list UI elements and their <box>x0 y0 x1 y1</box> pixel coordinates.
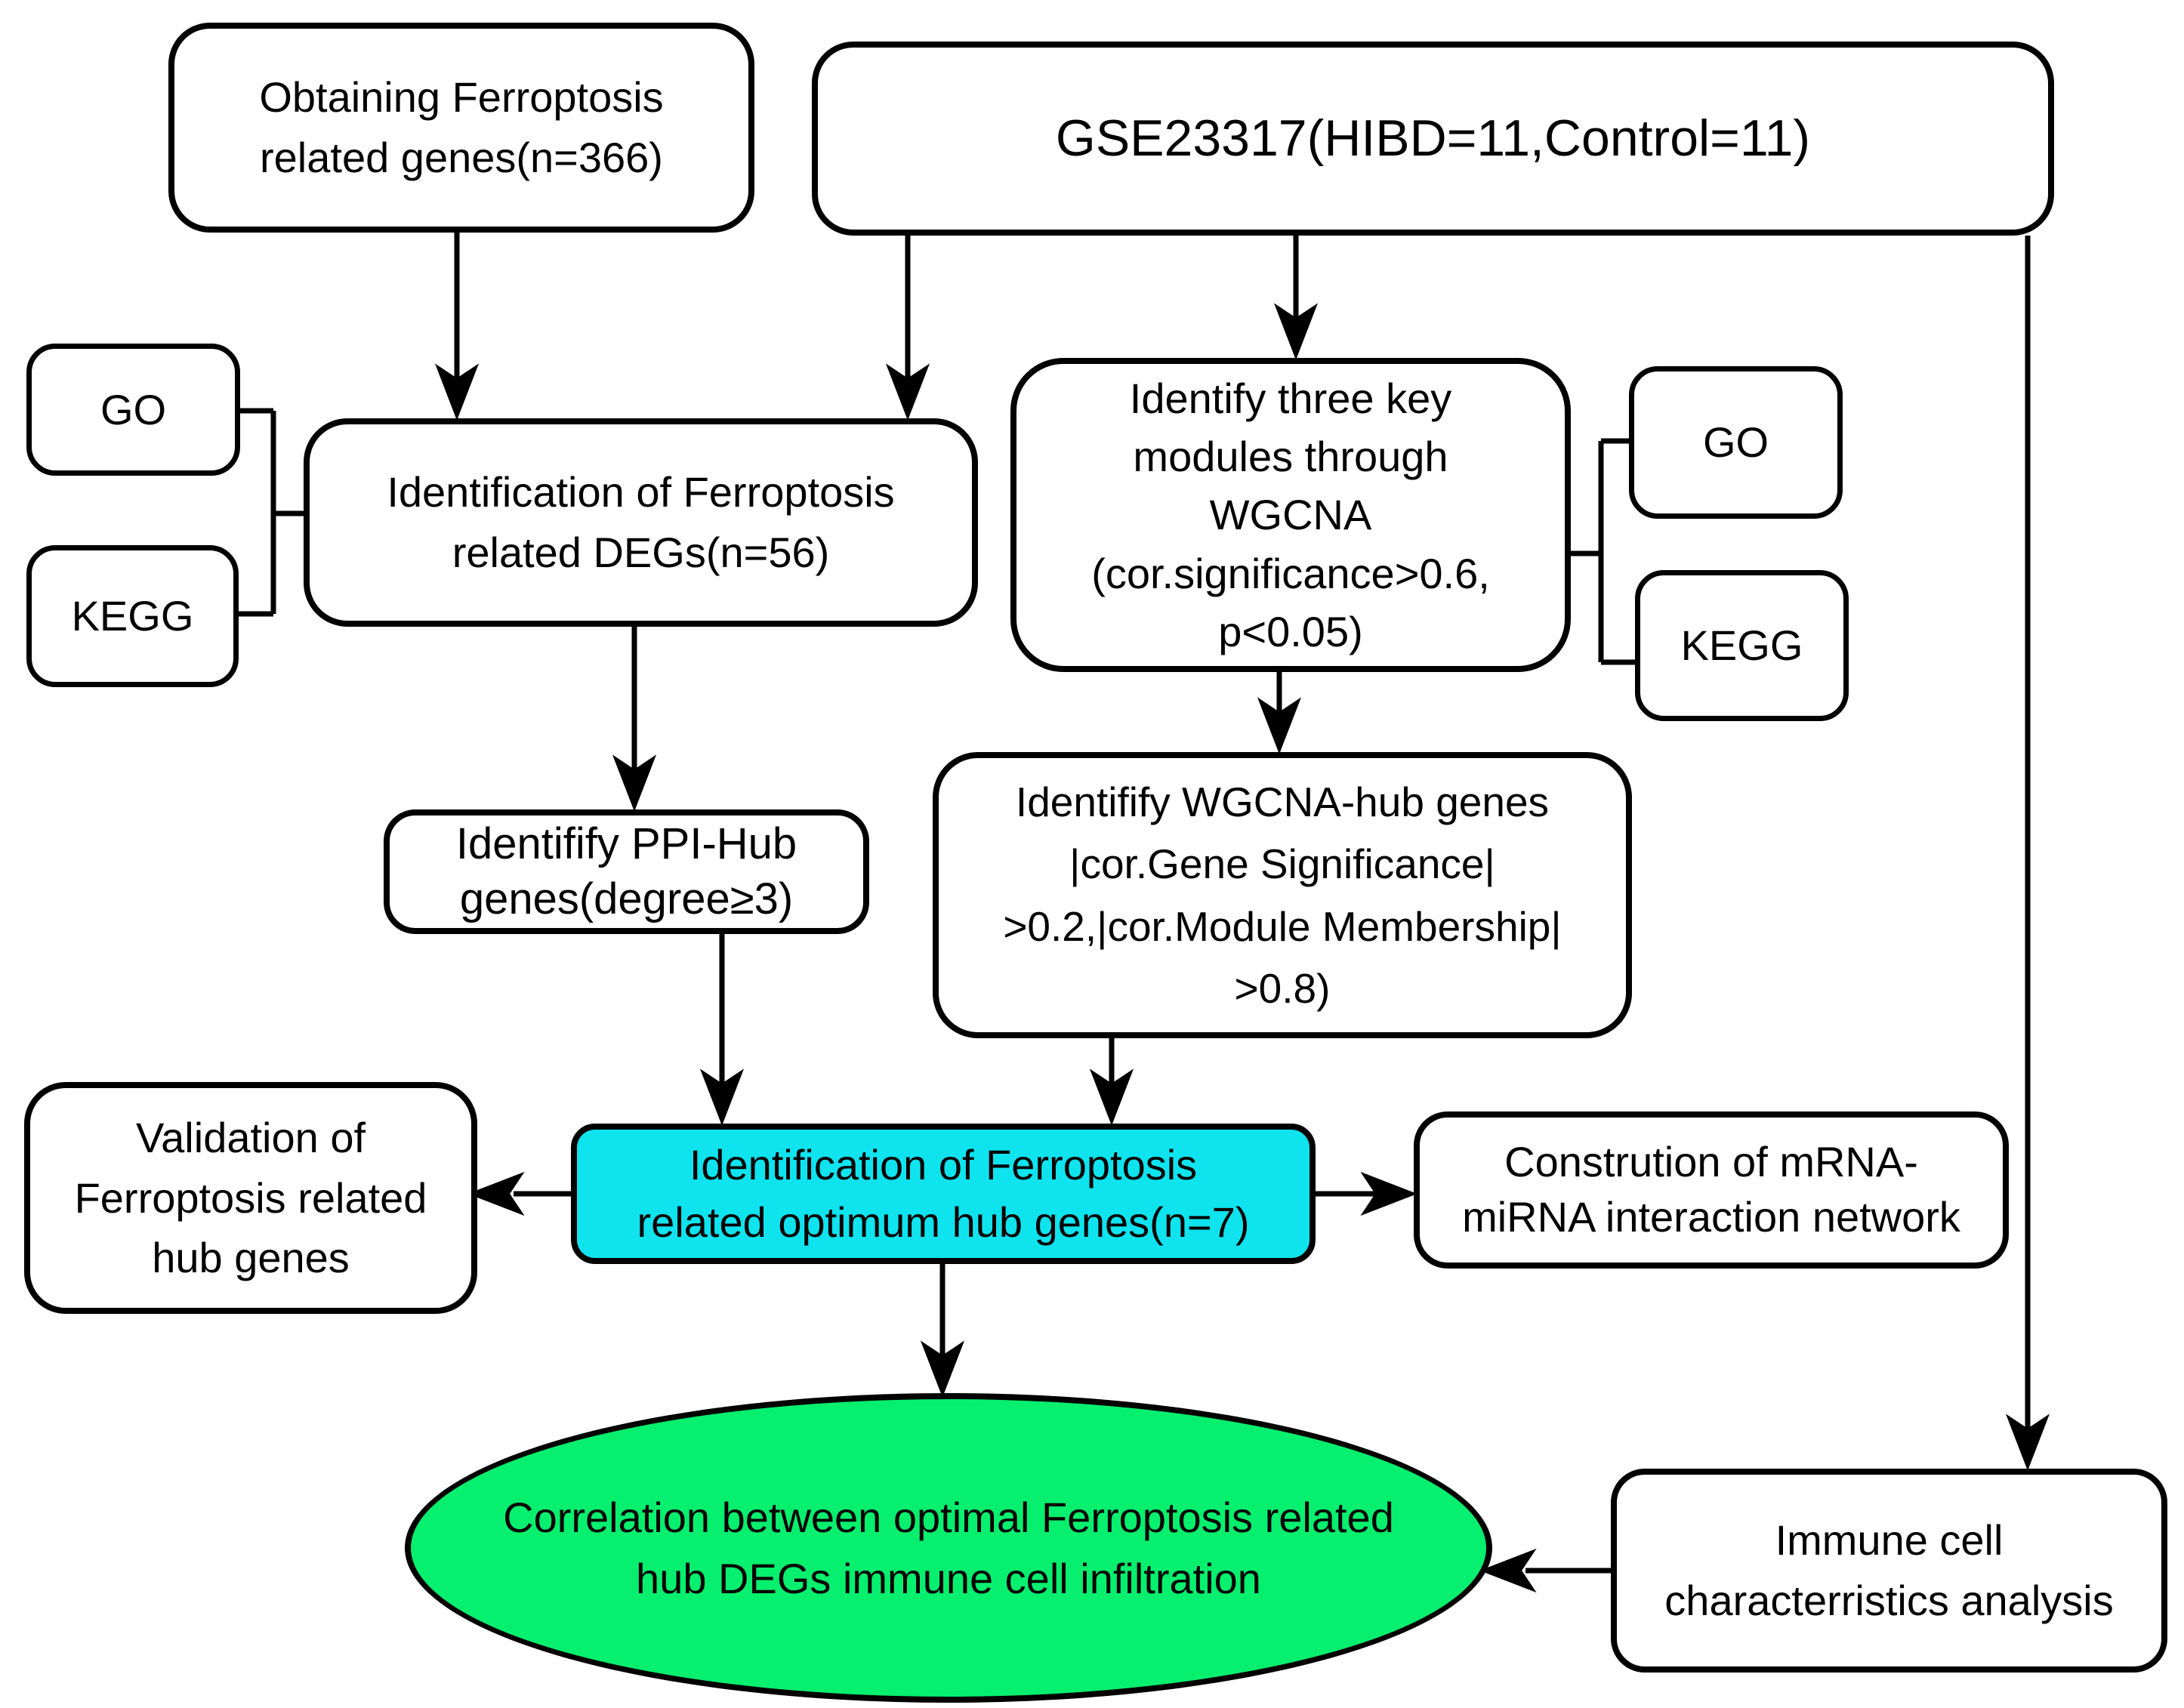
node-immune-cell-analysis: Immune cell characterristics analysis <box>1611 1469 2167 1673</box>
arrow-gse-to-wgcna-head <box>1273 303 1319 360</box>
node-go-right: GO <box>1629 366 1843 519</box>
node-correlation-immune-infiltration: Correlation between optimal Ferroptosis … <box>405 1393 1492 1703</box>
bracket-go-kegg-right <box>1571 438 1635 665</box>
arrow-wgcna-to-hub-head <box>1257 697 1302 754</box>
node-optimum-hub-genes: Identification of Ferroptosis related op… <box>571 1124 1316 1264</box>
node-mrna-mirna-network: Constrution of mRNA- miRNA interaction n… <box>1414 1111 2009 1269</box>
arrow-optimum-to-validation-head <box>467 1171 525 1216</box>
arrow-immune-to-ellipse-head <box>1479 1548 1537 1593</box>
arrow-ppi-to-optimum-head <box>699 1068 745 1126</box>
arrow-optimum-to-mrna-head <box>1360 1171 1417 1216</box>
node-wgcna-hub-genes: Identifify WGCNA-hub genes |cor.Gene Sig… <box>933 752 1632 1038</box>
node-go-left: GO <box>26 344 240 476</box>
node-validation-hub-genes: Validation of Ferroptosis related hub ge… <box>24 1082 477 1314</box>
node-wgcna-key-modules: Identify three key modules through WGCNA… <box>1010 358 1571 672</box>
arrow-optimum-to-ellipse-head <box>920 1340 965 1398</box>
node-kegg-left: KEGG <box>26 545 239 687</box>
node-ppi-hub-genes: Identifify PPI-Hub genes(degree≥3) <box>384 809 869 934</box>
node-ferroptosis-degs: Identification of Ferroptosis related DE… <box>304 418 978 627</box>
node-gse23317-dataset: GSE23317(HIBD=11,Control=11) <box>812 42 2054 236</box>
arrow-gse-to-immune-head <box>2005 1414 2050 1471</box>
arrow-gse-to-deg-head <box>885 363 930 421</box>
node-obtaining-ferroptosis-genes: Obtaining Ferroptosis related genes(n=36… <box>168 23 754 233</box>
arrow-obtaining-to-deg-head <box>434 363 480 421</box>
arrow-deg-to-ppi-head <box>612 754 657 812</box>
node-kegg-right: KEGG <box>1635 570 1849 721</box>
arrow-hub-to-optimum-head <box>1089 1068 1134 1126</box>
bracket-go-kegg-left <box>239 408 304 617</box>
